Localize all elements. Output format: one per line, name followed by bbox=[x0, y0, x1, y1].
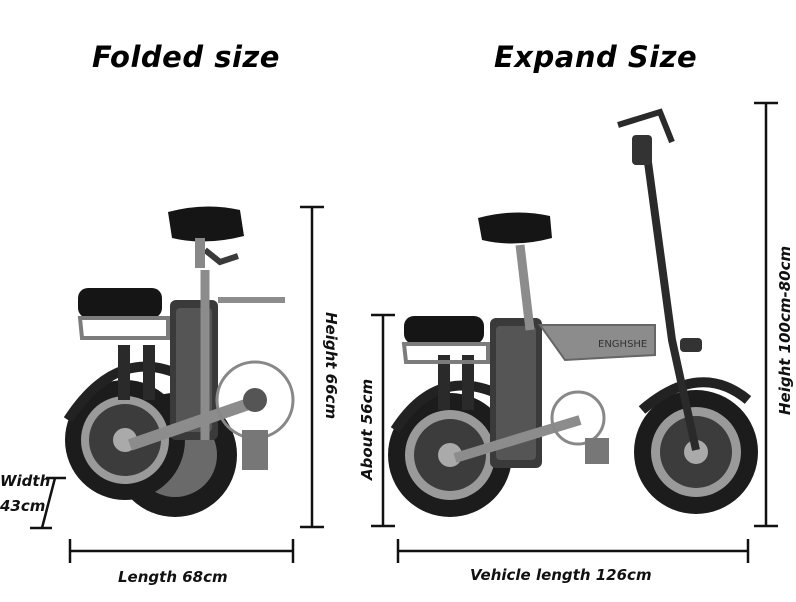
expanded-handlebar bbox=[617, 108, 675, 144]
expanded-bike: ENGHSHE bbox=[388, 108, 758, 517]
expanded-frame bbox=[538, 324, 656, 362]
frame-brand-text: ENGHSHE bbox=[598, 339, 647, 350]
folded-size-title: Folded size bbox=[92, 40, 280, 74]
expanded-seat bbox=[478, 212, 552, 244]
expanded-dimensions bbox=[371, 101, 778, 563]
folded-width-line bbox=[40, 477, 57, 529]
folded-height-label: Height 66cm bbox=[322, 312, 340, 420]
folded-length-label: Length 68cm bbox=[118, 568, 228, 586]
folded-shock-left bbox=[118, 345, 130, 400]
folded-rear-seat bbox=[78, 288, 162, 318]
expanded-rear-seat bbox=[404, 316, 484, 344]
expanded-length-label: Vehicle length 126cm bbox=[470, 566, 652, 584]
expanded-front-wheel bbox=[634, 390, 758, 514]
expanded-rear-wheel bbox=[388, 393, 512, 517]
folded-width-label-line2: 43cm bbox=[0, 497, 46, 515]
folded-bike bbox=[63, 206, 295, 517]
folded-dimensions bbox=[30, 205, 324, 563]
expanded-stem bbox=[641, 139, 700, 451]
expand-size-title: Expand Size bbox=[494, 40, 698, 74]
folded-front-wheel bbox=[65, 380, 185, 500]
folded-frame bbox=[128, 394, 262, 451]
folded-seat bbox=[168, 206, 244, 242]
expanded-seat-height-label: About 56cm bbox=[358, 378, 376, 480]
folded-shock-right bbox=[143, 345, 155, 400]
expanded-height-label: Height 100cm-80cm bbox=[776, 245, 794, 415]
folded-width-label-line1: Width bbox=[0, 472, 51, 490]
